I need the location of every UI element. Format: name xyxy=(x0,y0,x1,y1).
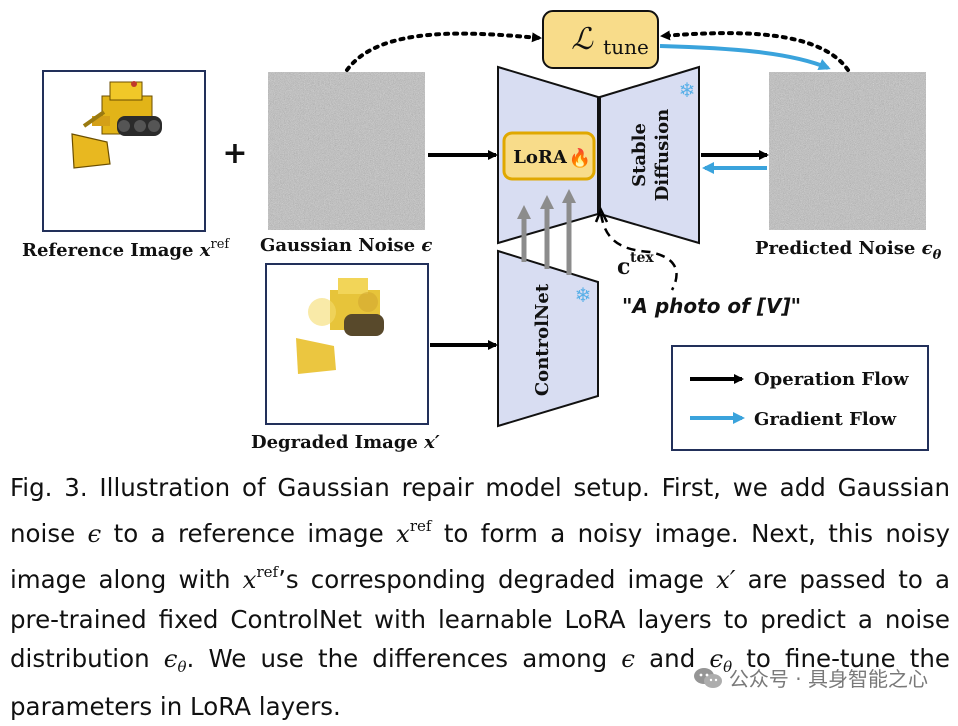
caption-line-6: parameters in LoRA layers. xyxy=(10,692,341,722)
caption-line-5: distribution ϵθ. We use the differences … xyxy=(10,643,950,676)
gradient-from-loss-arrow xyxy=(659,44,831,71)
lora-box: LoRA 🔥 xyxy=(502,131,596,181)
prediction-to-loss-arrow xyxy=(660,30,850,72)
gaussian-noise-image xyxy=(268,72,425,230)
noise-to-loss-arrow xyxy=(345,31,542,72)
degraded-bulldozer-image xyxy=(296,278,384,374)
caption-line-2: noise ϵ to a reference image xref to for… xyxy=(10,517,950,549)
figure-caption: Fig. 3. Illustration of Gaussian repair … xyxy=(10,468,950,726)
controlnet-module: ControlNet ❄ xyxy=(497,249,599,428)
gaussian-repair-diagram: + ❄ Stable Diffusion LoRA 🔥 ControlNet xyxy=(22,10,942,453)
controlnet-label: ControlNet xyxy=(532,283,553,396)
stable-label: Stable xyxy=(629,123,650,187)
prompt-arrowhead xyxy=(594,206,609,223)
ctex-symbol: c xyxy=(617,254,630,280)
plus-sign: + xyxy=(222,136,247,171)
snowflake-icon: ❄ xyxy=(679,78,696,102)
wechat-icon xyxy=(693,667,722,688)
fire-icon: 🔥 xyxy=(569,147,591,169)
prompt-arrow xyxy=(599,213,678,291)
prompt-text: "A photo of [V]" xyxy=(622,294,801,318)
bulldozer-image xyxy=(71,81,162,169)
reference-image-label: Reference Image xref xyxy=(22,237,230,261)
loss-box: ℒ tune xyxy=(542,10,659,69)
degraded-image-panel xyxy=(265,263,429,425)
snowflake-icon: ❄ xyxy=(575,283,592,307)
caption-line-1: Fig. 3. Illustration of Gaussian repair … xyxy=(10,473,950,502)
caption-line-4: pre-trained fixed ControlNet with learna… xyxy=(10,604,950,634)
legend-gradient-label: Gradient Flow xyxy=(754,409,897,430)
controlnet-to-lora-arrows xyxy=(517,189,576,275)
caption-line-3: image along with xref’s corresponding de… xyxy=(10,563,950,595)
reference-image-panel xyxy=(42,70,206,232)
loss-symbol: ℒ xyxy=(571,22,594,57)
ctex-superscript: tex xyxy=(630,250,654,266)
watermark: 公众号 · 具身智能之心 xyxy=(693,663,928,692)
legend-operation-label: Operation Flow xyxy=(754,369,909,390)
predicted-noise-label: Predicted Noise ϵθ xyxy=(755,238,942,263)
lora-label: LoRA xyxy=(513,147,568,168)
legend: Operation Flow Gradient Flow xyxy=(671,345,929,451)
loss-subscript: tune xyxy=(603,35,649,59)
unet-decoder xyxy=(599,65,700,245)
watermark-text: 公众号 · 具身智能之心 xyxy=(728,667,928,691)
diffusion-label: Diffusion xyxy=(652,109,673,201)
gaussian-noise-label: Gaussian Noise ϵ xyxy=(260,235,432,256)
degraded-image-label: Degraded Image x′ xyxy=(251,432,440,453)
predicted-noise-image xyxy=(769,72,926,230)
